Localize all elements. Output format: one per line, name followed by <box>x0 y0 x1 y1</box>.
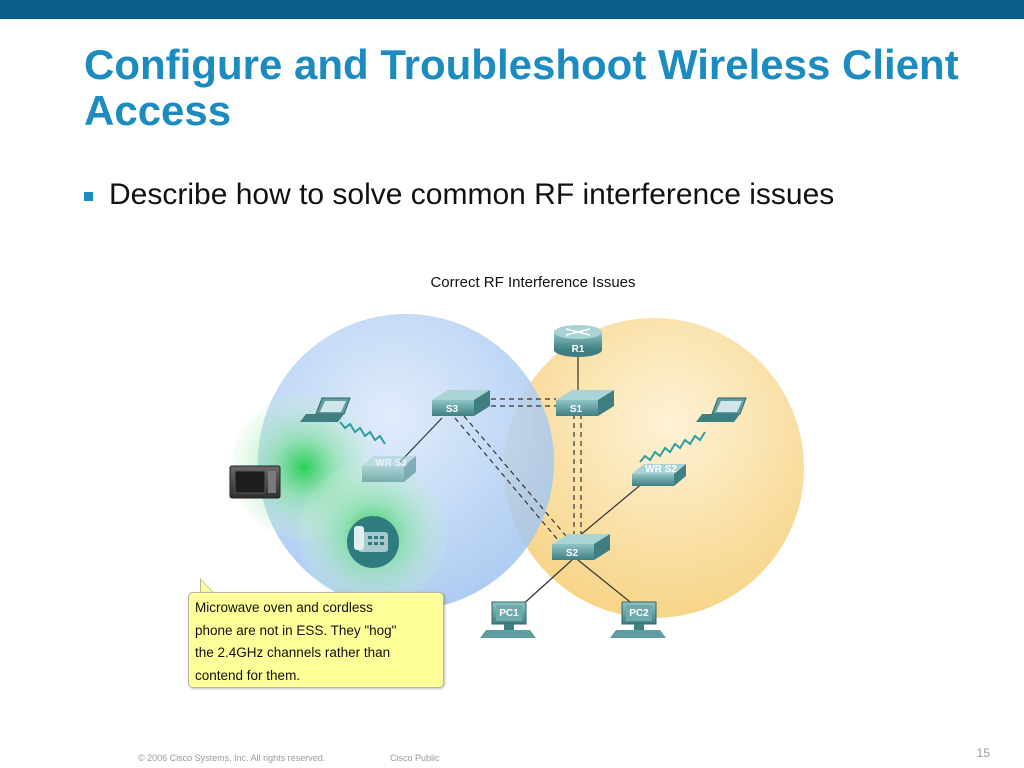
slide-title: Configure and Troubleshoot Wireless Clie… <box>84 41 959 134</box>
pc2-label: PC2 <box>629 608 649 619</box>
wireless-router-wr-s2-label: WR S2 <box>645 464 677 475</box>
switch-s3-label: S3 <box>446 404 459 415</box>
top-bar <box>0 0 1024 19</box>
rf-interference-diagram: Correct RF Interference Issues R1 <box>229 274 804 638</box>
page-number: 15 <box>976 746 990 760</box>
switch-s3[interactable]: S3 <box>432 390 490 416</box>
callout-line: the 2.4GHz channels rather than <box>195 645 391 660</box>
diagram-title: Correct RF Interference Issues <box>430 274 635 291</box>
pc2[interactable]: PC2 <box>610 601 666 638</box>
router-r1[interactable]: R1 <box>554 325 602 357</box>
switch-s2[interactable]: S2 <box>552 534 610 560</box>
laptop-right-icon[interactable] <box>696 397 747 422</box>
bullet-item: Describe how to solve common RF interfer… <box>84 178 834 212</box>
pc1-label: PC1 <box>499 608 519 619</box>
footer-classification: Cisco Public <box>390 753 440 763</box>
callout-pointer-fill <box>201 580 213 593</box>
wireless-router-wr-s3[interactable]: WR S3 <box>362 456 416 482</box>
callout-line: phone are not in ESS. They "hog" <box>195 622 397 638</box>
switch-s1[interactable]: S1 <box>556 390 614 416</box>
microwave-oven-icon <box>229 465 281 499</box>
switch-s1-label: S1 <box>570 404 583 415</box>
interference-callout: Microwave oven and cordless phone are no… <box>188 592 444 688</box>
wireless-link-right <box>639 431 706 463</box>
router-r1-label: R1 <box>572 344 585 355</box>
wireless-router-wr-s3-label: WR S3 <box>375 458 407 469</box>
wireless-link-left <box>339 421 386 445</box>
switch-s2-label: S2 <box>566 548 579 559</box>
bullet-square-icon <box>84 191 93 201</box>
footer-copyright: © 2006 Cisco Systems, Inc. All rights re… <box>138 753 326 763</box>
cordless-phone-icon <box>347 516 399 568</box>
laptop-left-icon[interactable] <box>300 397 351 422</box>
bullet-text: Describe how to solve common RF interfer… <box>109 178 835 211</box>
pc1[interactable]: PC1 <box>480 601 536 638</box>
wireless-router-wr-s2[interactable]: WR S2 <box>632 464 686 486</box>
callout-line: contend for them. <box>195 667 301 683</box>
callout-line: Microwave oven and cordless <box>195 600 373 615</box>
